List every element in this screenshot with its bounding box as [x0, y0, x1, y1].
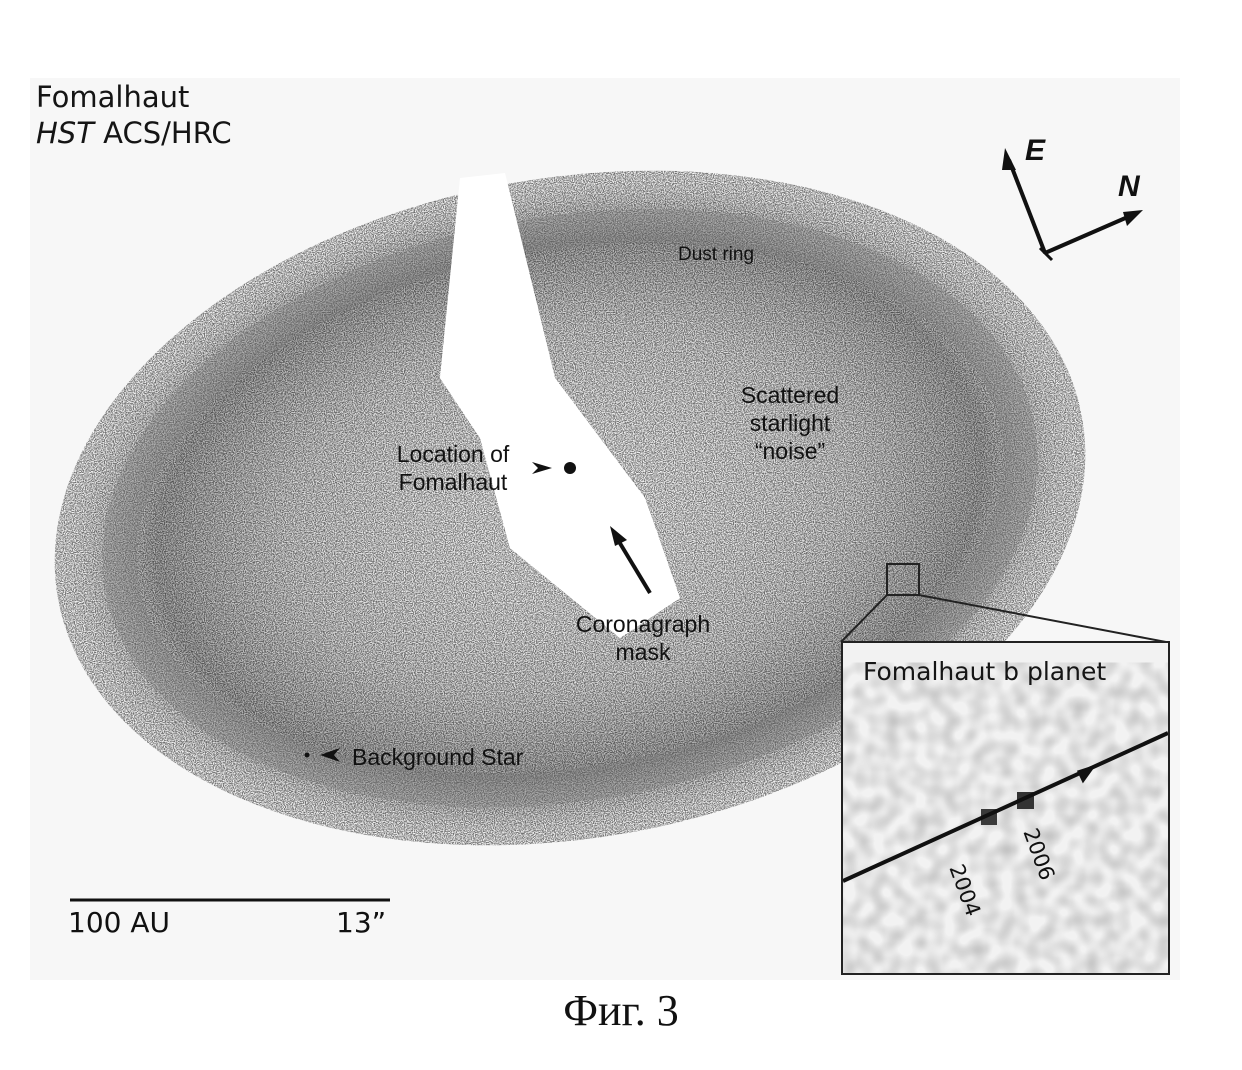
- fomalhaut-image: Fomalhaut HST ACS/HRC E N Dust ring Scat…: [30, 78, 1180, 980]
- fomalhaut-location-dot: [564, 462, 576, 474]
- orbit-path-line: [843, 731, 1168, 883]
- planet-inset: Fomalhaut b planet 2004 2006: [841, 641, 1170, 975]
- compass-east-label: E: [1025, 134, 1046, 167]
- orbit-direction-arrow-icon: [1076, 764, 1097, 784]
- scattered-starlight-label: Scattered starlight “noise”: [740, 382, 840, 464]
- inset-image: [843, 691, 1168, 973]
- background-star-pointer-icon: [320, 748, 340, 762]
- disk-image: [30, 78, 1180, 980]
- coronagraph-mask-label: Coronagraph mask: [575, 611, 711, 665]
- scale-bar-arcsec-label: 13”: [336, 906, 387, 939]
- dust-ring-label: Dust ring: [678, 244, 755, 265]
- background-star-dot: [304, 752, 310, 758]
- mask-arrow: [616, 538, 652, 595]
- figure-subtitle: HST ACS/HRC: [36, 116, 232, 150]
- compass-north-label: N: [1118, 170, 1140, 203]
- scale-bar-au-label: 100 AU: [68, 906, 170, 939]
- figure-caption: Фиг. 3: [563, 986, 679, 1035]
- inset-locator-box: [886, 563, 920, 596]
- location-pointer-icon: [532, 462, 552, 474]
- mask-arrow-head-icon: [610, 526, 627, 546]
- background-star-label: Background Star: [352, 744, 524, 770]
- inset-title: Fomalhaut b planet: [863, 657, 1107, 686]
- location-label: Location of Fomalhaut: [396, 441, 510, 495]
- compass-icon: [1002, 148, 1143, 262]
- coronagraph-mask-region: [440, 173, 680, 638]
- figure-title: Fomalhaut: [36, 80, 190, 114]
